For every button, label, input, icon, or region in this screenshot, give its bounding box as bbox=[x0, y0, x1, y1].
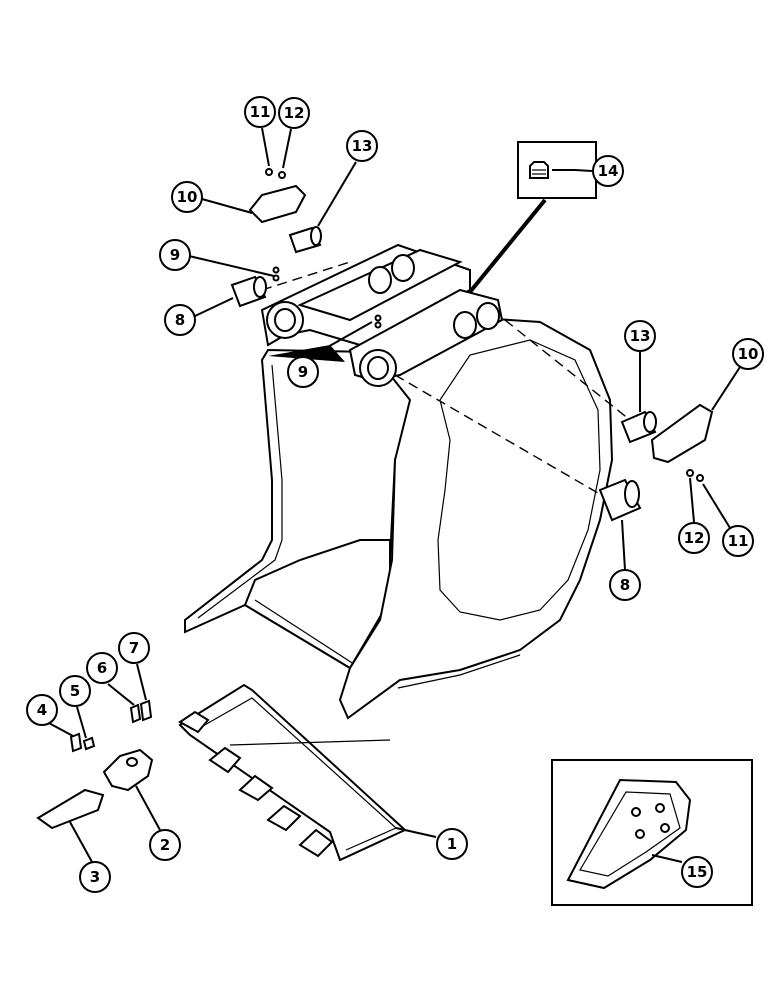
callout-label: 15 bbox=[687, 863, 708, 881]
callout-label: 4 bbox=[37, 701, 47, 719]
callout-label: 5 bbox=[70, 682, 80, 700]
inset-side-cutter bbox=[551, 759, 753, 906]
alignment-line-right-lower bbox=[394, 374, 611, 501]
pin-7 bbox=[139, 699, 153, 722]
callout-2: 2 bbox=[149, 829, 181, 861]
callout-4: 4 bbox=[26, 694, 58, 726]
callout-label: 10 bbox=[177, 188, 198, 206]
callout-13-right: 13 bbox=[624, 320, 656, 352]
callout-label: 8 bbox=[175, 311, 185, 329]
callout-label: 13 bbox=[352, 137, 373, 155]
pin-5 bbox=[82, 736, 96, 751]
callout-3: 3 bbox=[79, 861, 111, 893]
callout-15: 15 bbox=[681, 856, 713, 888]
callout-label: 12 bbox=[284, 104, 305, 122]
callout-10-right: 10 bbox=[732, 338, 764, 370]
callout-12-top: 12 bbox=[278, 97, 310, 129]
callout-label: 6 bbox=[97, 659, 107, 677]
callout-label: 3 bbox=[90, 868, 100, 886]
pin-6 bbox=[129, 703, 142, 724]
callout-label: 11 bbox=[728, 532, 749, 550]
callout-14: 14 bbox=[592, 155, 624, 187]
callout-label: 14 bbox=[598, 162, 619, 180]
callout-7: 7 bbox=[118, 632, 150, 664]
callout-6: 6 bbox=[86, 652, 118, 684]
bucket-tooth bbox=[36, 788, 105, 830]
callout-8-left: 8 bbox=[164, 304, 196, 336]
callout-9-left: 9 bbox=[159, 239, 191, 271]
callout-9-center: 9 bbox=[287, 356, 319, 388]
callout-5: 5 bbox=[59, 675, 91, 707]
callout-8-right: 8 bbox=[609, 569, 641, 601]
callout-1: 1 bbox=[436, 828, 468, 860]
callout-label: 1 bbox=[447, 835, 457, 853]
bushing-left-upper bbox=[288, 226, 322, 254]
callout-label: 12 bbox=[684, 529, 705, 547]
bucket-body bbox=[184, 198, 614, 720]
callout-13-top: 13 bbox=[346, 130, 378, 162]
callout-12-right: 12 bbox=[678, 522, 710, 554]
callout-label: 7 bbox=[129, 639, 139, 657]
callout-11-top: 11 bbox=[244, 96, 276, 128]
callout-label: 2 bbox=[160, 836, 170, 854]
inset-grease-fitting bbox=[517, 141, 597, 199]
bushing-left-lower bbox=[230, 275, 267, 308]
cover-plate-left bbox=[248, 184, 307, 224]
cover-plate-right bbox=[650, 403, 714, 464]
callout-10-left: 10 bbox=[171, 181, 203, 213]
callout-label: 10 bbox=[738, 345, 759, 363]
alignment-line-right-upper bbox=[504, 319, 631, 421]
pin-4 bbox=[69, 732, 83, 753]
callout-11-right: 11 bbox=[722, 525, 754, 557]
leader-lines bbox=[46, 127, 741, 863]
callout-label: 13 bbox=[630, 327, 651, 345]
callout-label: 8 bbox=[620, 576, 630, 594]
callout-label: 9 bbox=[298, 363, 308, 381]
tooth-adapter bbox=[102, 748, 154, 792]
bushing-right-upper bbox=[620, 410, 657, 444]
callout-label: 11 bbox=[250, 103, 271, 121]
bushing-right-lower bbox=[598, 478, 642, 522]
callout-label: 9 bbox=[170, 246, 180, 264]
lip-shroud-assembly bbox=[178, 683, 407, 862]
